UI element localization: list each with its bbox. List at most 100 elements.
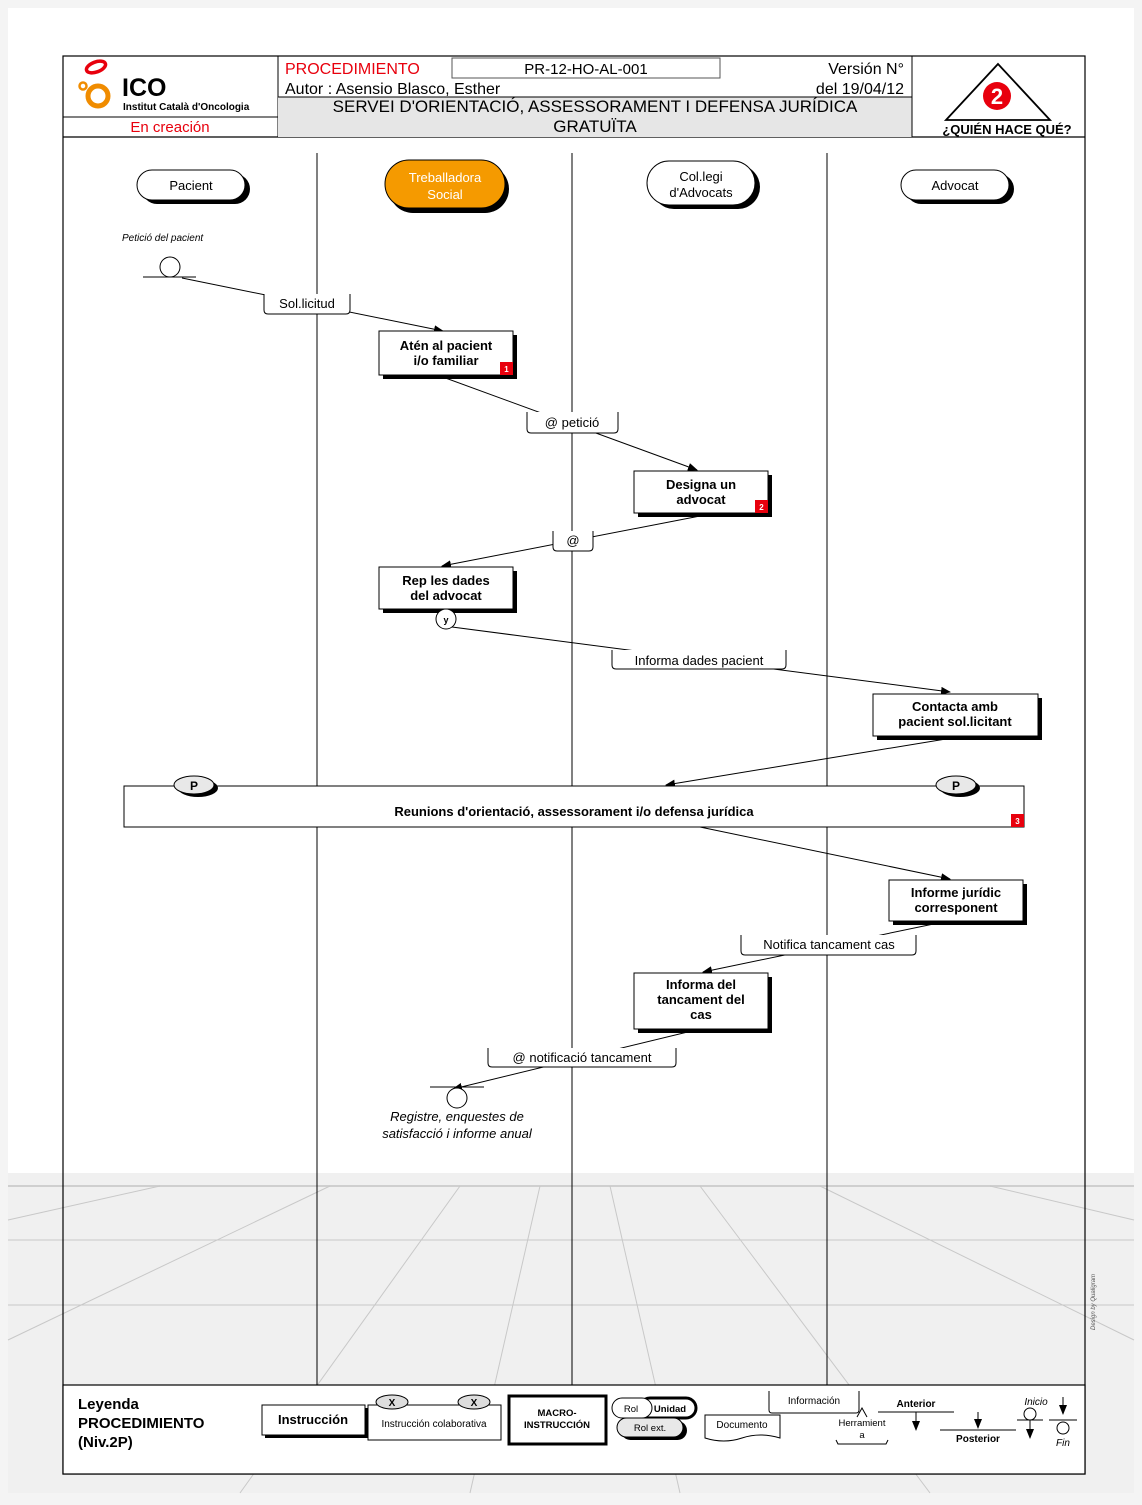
message-sollicitud-label: Sol.licitud [279,296,335,311]
task-designa-badge: 2 [759,503,764,512]
legend-macro-box [507,1394,608,1446]
gateway-y: y [435,608,457,630]
lane-header-advocat: Advocat [900,169,1014,204]
task-informa-label-3: cas [690,1007,712,1022]
legend-collab-x1-shape [375,1394,409,1410]
legend-collab-label: Instrucción colaborativa [381,1419,486,1430]
legend-inicio: Inicio [1024,1397,1048,1408]
participant-right-label: P [952,779,960,793]
end-event-label-1: Registre, enquestes de [390,1109,524,1124]
task-designa-advocat: Designa un advocat 2 [633,470,772,517]
level-badge: 2 [943,62,1053,121]
end-event-circle [446,1087,468,1109]
task-informe-label-1: Informe jurídic [911,885,1001,900]
task-aten-pacient: Atén al pacient i/o familiar 1 [378,330,517,379]
task-rep-label-2: del advocat [410,588,482,603]
message-informa-label: Informa dades pacient [635,653,764,668]
task-rep-dades: Rep les dades del advocat [378,566,517,613]
lane-header-collegi: Col.legi d'Advocats [646,160,760,209]
task-informe-juridic: Informe jurídic corresponent [888,879,1027,925]
lane-dividers [316,153,828,1385]
message-at: @ [552,531,594,552]
task-informe-label-2: corresponent [914,900,998,915]
start-event-circle [159,256,181,278]
legend-herramienta-bottom [835,1439,889,1445]
macro-reunions-badge-box [1011,814,1024,827]
legend-title-3: (Niv.2P) [78,1434,133,1451]
flow-contacta-to-reunions [665,736,959,788]
macro-reunions: 3 Reunions d'orientació, assessorament i… [123,775,1025,828]
procedure-label: PROCEDIMIENTO [285,61,420,78]
procedure-date: del 19/04/12 [816,81,904,98]
start-event-label: Petició del pacient [122,233,204,244]
legend-rol-ext: Rol ext. [634,1423,666,1434]
level-number: 2 [991,84,1003,109]
legend-title-1: Leyenda [78,1396,140,1413]
legend-title-2: PROCEDIMIENTO [78,1415,205,1432]
end-event-label-2: satisfacció i informe anual [382,1126,533,1141]
title-line-1: SERVEI D'ORIENTACIÓ, ASSESSORAMENT I DEF… [333,97,858,116]
legend-herramienta-1: Herramient [839,1418,886,1429]
lane-label-treballadora-2: Social [427,187,463,202]
legend-posterior: Posterior [956,1434,1000,1445]
ico-logo: ICO Institut Català d'Oncologia [78,59,250,113]
task-rep-label-1: Rep les dades [402,573,489,588]
legend-collab-x2: X [471,1398,478,1409]
legend-herramienta-top [856,1406,868,1418]
legend-fin-circle [1056,1421,1070,1435]
macro-reunions-badge: 3 [1015,817,1020,826]
lane-label-collegi-1: Col.legi [679,169,722,184]
legend-informacion-shape [768,1391,860,1414]
participant-right [935,775,977,795]
gateway-y-label: y [443,615,448,625]
legend: Leyenda PROCEDIMIENTO (Niv.2P) Instrucci… [62,1384,1086,1475]
lane-label-pacient: Pacient [169,178,213,193]
level-caption: ¿QUIÉN HACE QUÉ? [942,122,1071,137]
task-aten-badge: 1 [504,365,509,374]
legend-collab-x2-shape [457,1394,491,1410]
logo-text: ICO [122,74,166,102]
legend-rol-ext-shape [616,1417,684,1438]
legend-collab-box [367,1404,502,1441]
macro-reunions-label: Reunions d'orientació, assessorament i/o… [394,804,754,819]
legend-macro-1: MACRO- [537,1408,576,1419]
task-aten-label-2: i/o familiar [413,353,478,368]
legend-inicio-circle [1023,1407,1037,1421]
task-aten-label-1: Atén al pacient [400,338,493,353]
legend-herramienta-2: a [859,1430,865,1441]
message-notificacio-label: @ notificació tancament [513,1050,652,1065]
participant-left-label: P [190,779,198,793]
legend-macro-2: INSTRUCCIÓN [524,1419,590,1431]
message-peticio: @ petició [526,412,619,434]
title-line-2: GRATUÏTA [553,117,637,136]
message-notificacio: @ notificació tancament [487,1048,677,1068]
legend-collab-x1: X [389,1398,396,1409]
lane-header-treballadora: Treballadora Social [384,159,509,213]
version-label: Versión N° [828,61,904,78]
legend-fin: Fin [1056,1438,1070,1449]
background-floor [7,8,1135,1494]
legend-anterior: Anterior [897,1399,936,1410]
lane-label-collegi-2: d'Advocats [669,185,733,200]
lane-label-advocat: Advocat [932,178,979,193]
flow-reunions-to-informe [699,826,951,882]
legend-documento-shape [704,1414,781,1442]
task-informa-label-1: Informa del [666,977,736,992]
legend-documento: Documento [716,1420,768,1431]
procedure-code: PR-12-HO-AL-001 [524,61,647,78]
task-informa-tancament: Informa del tancament del cas [633,972,772,1033]
task-informa-label-2: tancament del [657,992,744,1007]
message-notifica-label: Notifica tancament cas [763,937,895,952]
message-notifica: Notifica tancament cas [740,935,917,956]
legend-instruccion-box [261,1404,366,1436]
task-contacta-label-1: Contacta amb [912,699,998,714]
task-contacta-pacient: Contacta amb pacient sol.licitant [872,693,1042,740]
legend-unidad: Unidad [654,1404,686,1415]
level-circle [983,82,1011,110]
message-informa: Informa dades pacient [611,650,787,670]
message-peticio-label: @ petició [545,415,599,430]
author: Autor : Asensio Blasco, Esther [285,81,501,98]
task-designa-label-1: Designa un [666,477,736,492]
